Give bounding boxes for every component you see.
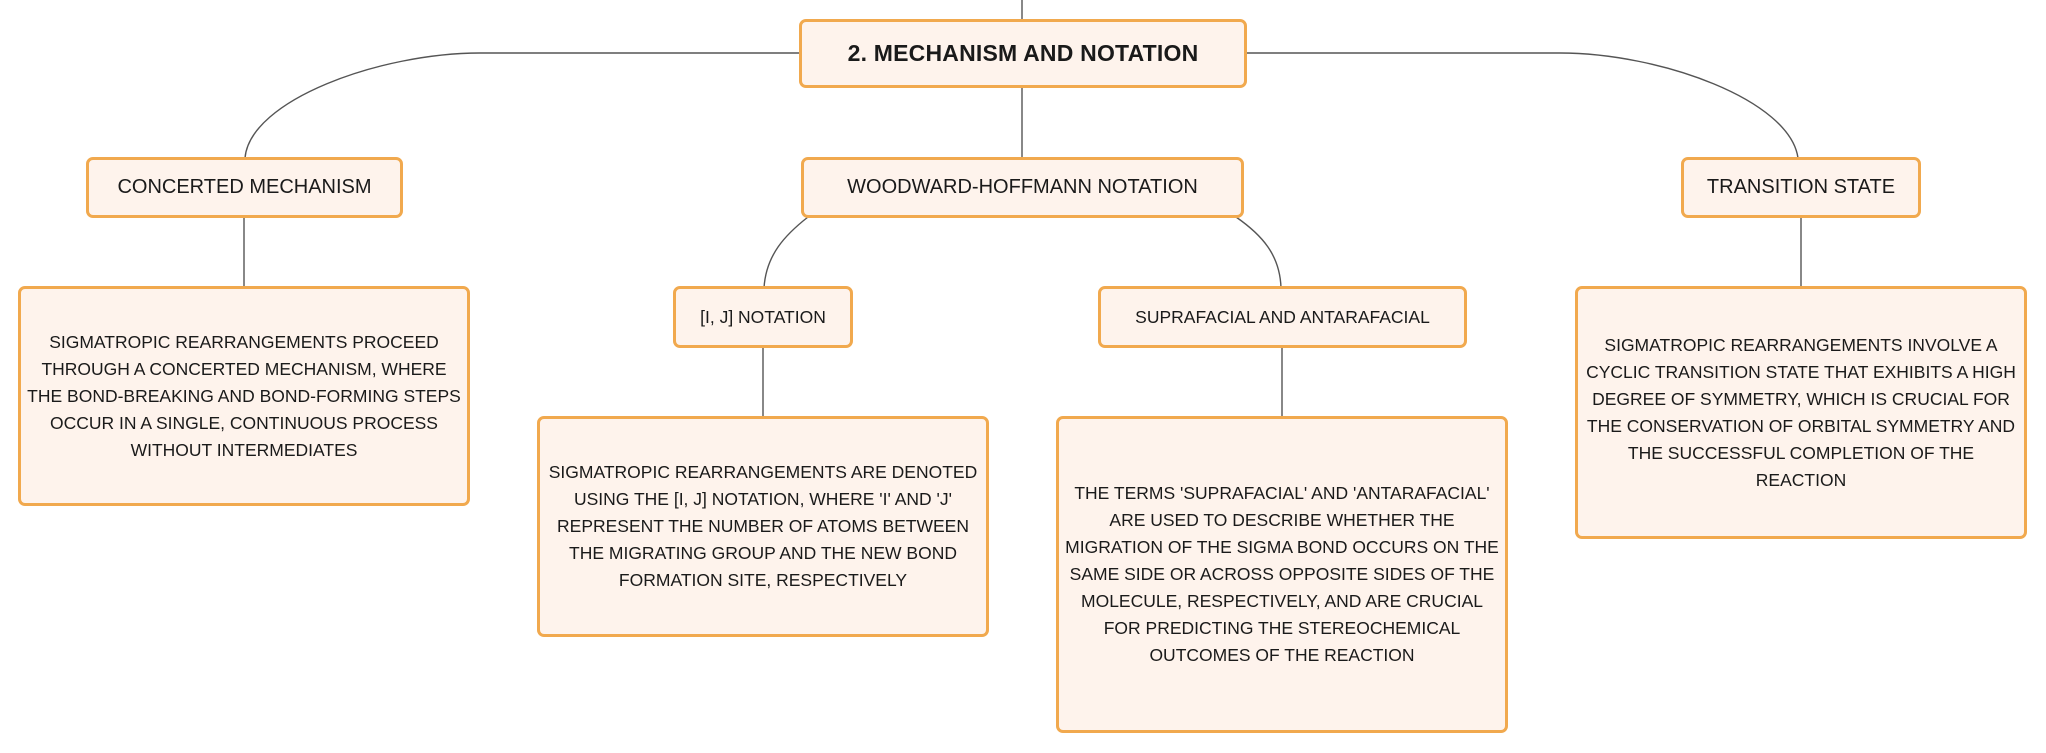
connector-woodward-hoffmann-to-ij: [763, 216, 809, 289]
root-topic-label: 2. MECHANISM AND NOTATION: [847, 40, 1199, 66]
suprafacial-antarafacial-detail-text: THE TERMS 'SUPRAFACIAL' AND 'ANTARAFACIA…: [1065, 483, 1499, 665]
transition-state-detail-text: SIGMATROPIC REARRANGEMENTS INVOLVE A CYC…: [1586, 334, 2016, 490]
ij-notation-node[interactable]: [I, J] NOTATION: [673, 286, 853, 348]
ij-notation-detail-text: SIGMATROPIC REARRANGEMENTS ARE DENOTED U…: [548, 462, 978, 590]
connector-root-to-transition: [1246, 52, 1799, 159]
suprafacial-antarafacial-detail-node[interactable]: THE TERMS 'SUPRAFACIAL' AND 'ANTARAFACIA…: [1056, 416, 1508, 733]
transition-state-label: TRANSITION STATE: [1706, 176, 1896, 198]
root-topic-node[interactable]: 2. MECHANISM AND NOTATION: [799, 19, 1247, 88]
concerted-mechanism-node[interactable]: CONCERTED MECHANISM: [86, 157, 403, 218]
ij-notation-label: [I, J] NOTATION: [700, 306, 826, 327]
suprafacial-antarafacial-label: SUPRAFACIAL AND ANTARAFACIAL: [1135, 306, 1430, 327]
concerted-mechanism-detail-text: SIGMATROPIC REARRANGEMENTS PROCEED THROU…: [27, 331, 461, 460]
concerted-mechanism-label: CONCERTED MECHANISM: [117, 176, 372, 198]
connector-woodward-hoffmann-to-suprafacial: [1235, 216, 1282, 289]
woodward-hoffmann-node[interactable]: WOODWARD-HOFFMANN NOTATION: [801, 157, 1244, 218]
connector-root-to-concerted: [244, 52, 800, 159]
transition-state-detail-node[interactable]: SIGMATROPIC REARRANGEMENTS INVOLVE A CYC…: [1575, 286, 2027, 539]
suprafacial-antarafacial-node[interactable]: SUPRAFACIAL AND ANTARAFACIAL: [1098, 286, 1467, 348]
ij-notation-detail-node[interactable]: SIGMATROPIC REARRANGEMENTS ARE DENOTED U…: [537, 416, 989, 637]
transition-state-node[interactable]: TRANSITION STATE: [1681, 157, 1921, 218]
concerted-mechanism-detail-node[interactable]: SIGMATROPIC REARRANGEMENTS PROCEED THROU…: [18, 286, 470, 506]
woodward-hoffmann-label: WOODWARD-HOFFMANN NOTATION: [847, 176, 1198, 198]
